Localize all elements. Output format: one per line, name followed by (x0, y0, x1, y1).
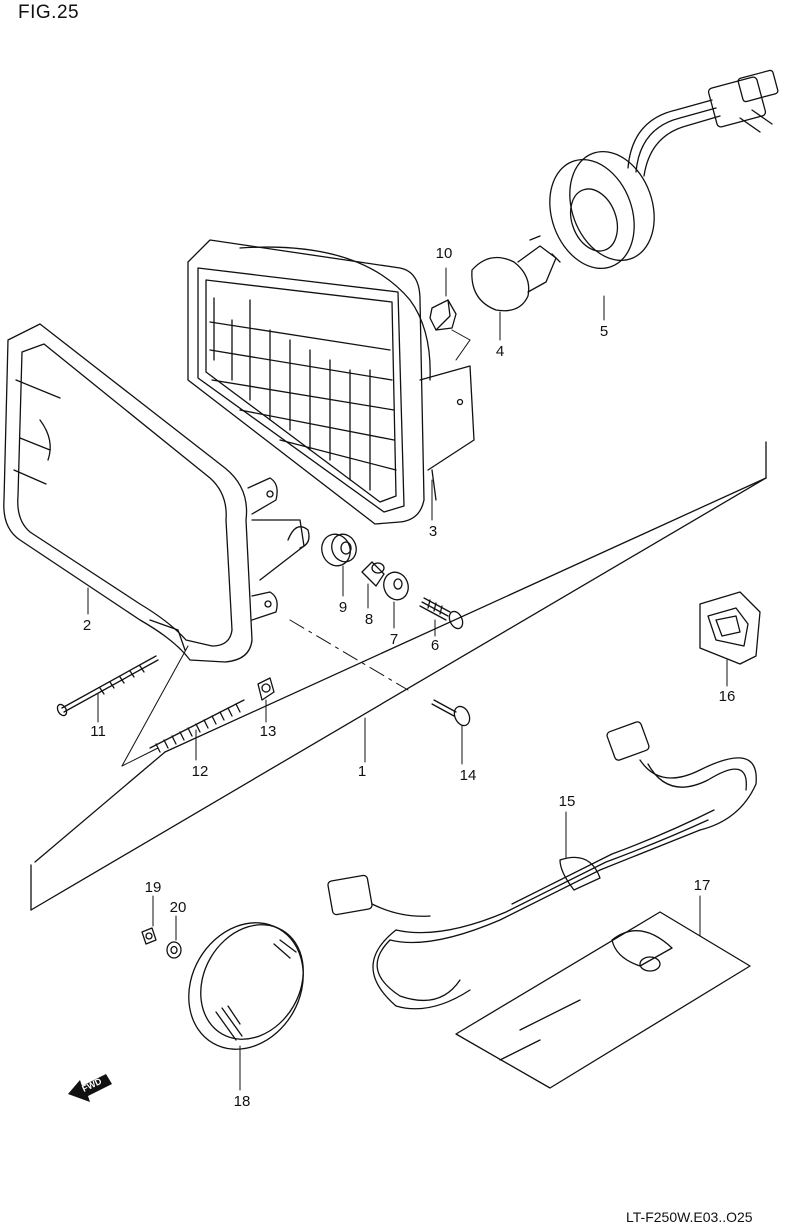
spacer-collar (361, 561, 385, 587)
callout-3: 3 (428, 523, 438, 540)
callout-9: 9 (338, 599, 348, 616)
small-washer (166, 941, 182, 959)
callout-13: 13 (259, 723, 277, 740)
screw (419, 597, 464, 630)
small-nut (141, 927, 157, 945)
figure-title: FIG.25 (18, 2, 80, 23)
reflector (188, 922, 304, 1050)
callout-11: 11 (90, 723, 106, 740)
fwd-arrow-icon (68, 1074, 112, 1102)
leader-lines (87, 267, 728, 1091)
callout-19: 19 (144, 879, 162, 896)
parts-bag (455, 911, 751, 1089)
callout-7: 7 (389, 631, 399, 648)
headlight-lens-unit (187, 239, 475, 525)
callout-2: 2 (82, 617, 92, 634)
callout-1: 1 (357, 763, 367, 780)
long-bolt (56, 655, 159, 717)
callout-8: 8 (364, 611, 374, 628)
bulb (471, 235, 561, 312)
nut (429, 299, 457, 331)
callout-6: 6 (430, 637, 440, 654)
grommet (321, 533, 357, 567)
assembly-boundary (30, 441, 767, 911)
wiring-harness (327, 721, 757, 1010)
clip-nut (257, 677, 275, 701)
callout-5: 5 (599, 323, 609, 340)
callout-4: 4 (495, 343, 505, 360)
callout-10: 10 (435, 245, 453, 262)
spring (149, 699, 245, 753)
diagram-code: LT-F250W.E03..O25 (626, 1209, 753, 1225)
washer (383, 571, 409, 601)
callout-18: 18 (233, 1093, 251, 1110)
callout-14: 14 (459, 767, 477, 784)
hex-bolt (431, 699, 471, 727)
callout-20: 20 (169, 899, 187, 916)
callout-12: 12 (191, 763, 209, 780)
rubber-grommet (699, 591, 761, 665)
bulb-socket (549, 69, 779, 270)
callout-15: 15 (558, 793, 576, 810)
callout-16: 16 (718, 688, 736, 705)
callout-17: 17 (693, 877, 711, 894)
headlight-housing-frame (3, 323, 310, 663)
